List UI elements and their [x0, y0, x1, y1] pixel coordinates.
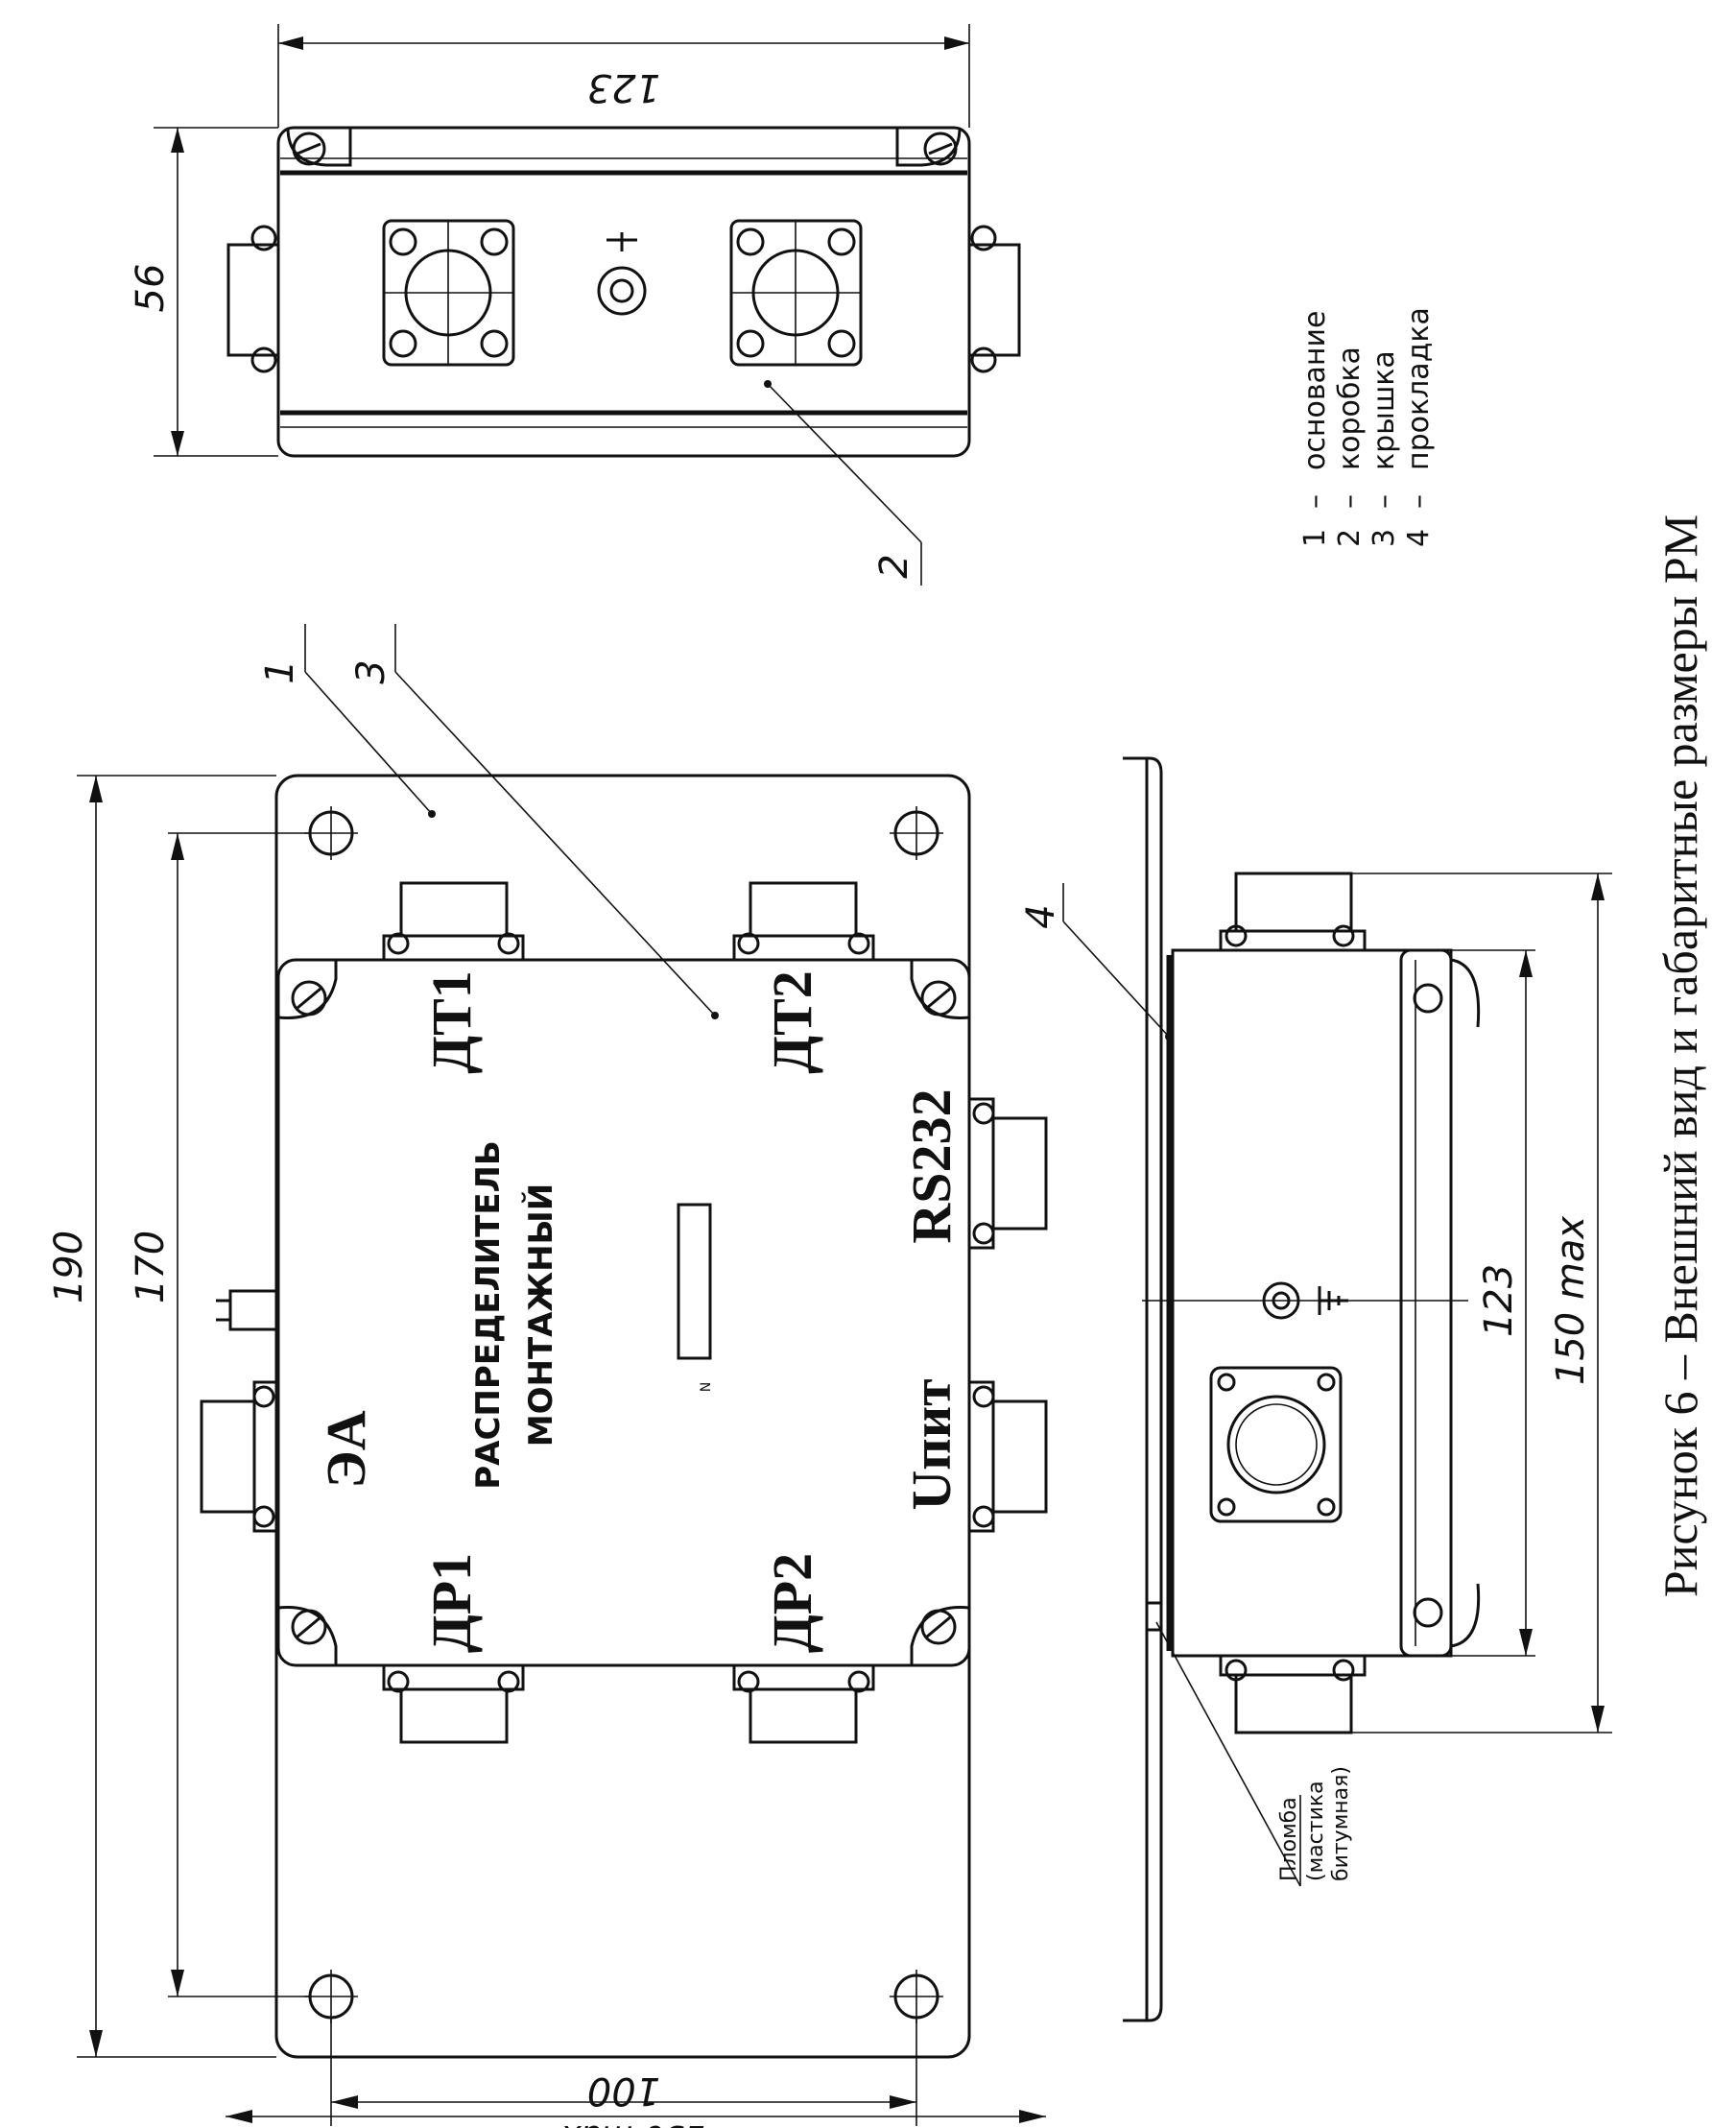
ground-stud-icon	[216, 1289, 278, 1331]
legend-item: 3 – крышка	[1367, 350, 1401, 547]
callout-4: 4	[1019, 904, 1063, 928]
dim-side-150max: 150 max	[1549, 1216, 1593, 1386]
connector-dt1-body	[382, 881, 525, 962]
connector-upit-body	[967, 1380, 1048, 1533]
front-box-lid	[276, 958, 971, 1667]
seal-label-line1: Пломба	[1277, 1797, 1301, 1881]
side-connector-right	[967, 243, 1021, 357]
connector-dt2-body	[732, 881, 875, 962]
dim-top-width: 123	[587, 65, 660, 109]
svg-text:коробка: коробка	[1333, 347, 1367, 470]
serial-number-mark: N	[699, 1382, 714, 1392]
ground-terminal-icon	[597, 266, 647, 316]
dim-front-100: 100	[587, 2068, 660, 2113]
label-rs232: RS232	[900, 1088, 963, 1243]
front-view: N РАСПРЕДЕЛИТЕЛЬ МОНТАЖНЫЙ ДТ1 ДТ2 RS232…	[47, 624, 1048, 2128]
panel-title-line1: РАСПРЕДЕЛИТЕЛЬ	[469, 1140, 508, 1490]
svg-text:прокладка: прокладка	[1402, 307, 1436, 470]
panel-title-line2: МОНТАЖНЫЙ	[521, 1184, 560, 1447]
screw-icon	[291, 980, 327, 1016]
ground-symbol-icon	[606, 232, 637, 251]
connector-rs232-body	[967, 1097, 1048, 1250]
nameplate-slot	[677, 1203, 712, 1360]
screw-icon	[920, 1609, 957, 1645]
label-upit: Uпит	[900, 1378, 963, 1510]
svg-text:крышка: крышка	[1367, 350, 1401, 470]
label-dr2: ДР2	[761, 1553, 823, 1653]
figure-caption: Рисунок 6 – Внешний вид и габаритные раз…	[1653, 514, 1707, 1597]
top-view-body	[276, 126, 971, 458]
connector-ea-body	[200, 1380, 280, 1533]
dim-front-170: 170	[129, 1231, 173, 1303]
seal-blob	[1145, 1601, 1163, 1632]
top-connector-left	[382, 219, 515, 367]
front-base-plate	[274, 774, 971, 2059]
top-connector-right	[729, 219, 863, 367]
svg-text:–: –	[1402, 494, 1436, 509]
connector-dr1-body	[382, 1663, 525, 1744]
callout-1: 1	[258, 659, 302, 683]
dim-front-150max: 150 max	[560, 2117, 705, 2128]
legend-item: 4 – прокладка	[1402, 307, 1436, 547]
lid-screws	[277, 960, 970, 1665]
svg-text:–: –	[1367, 494, 1401, 509]
seal-label-line3: битумная)	[1329, 1766, 1353, 1881]
side-base-plate	[1123, 756, 1163, 2022]
callout-3: 3	[349, 659, 393, 683]
connector-dr2-body	[732, 1663, 875, 1744]
svg-text:1: 1	[1298, 529, 1332, 547]
svg-text:–: –	[1298, 494, 1332, 509]
dim-side-123: 123	[1477, 1264, 1521, 1337]
label-dt2: ДТ2	[761, 970, 823, 1074]
label-dr1: ДР1	[420, 1553, 483, 1653]
top-view: 123 56 2	[129, 24, 1021, 586]
side-connector-front	[1209, 1366, 1343, 1523]
svg-text:3: 3	[1367, 529, 1401, 547]
legend-item: 2 – коробка	[1333, 347, 1367, 547]
side-connector-left	[226, 243, 280, 357]
screw-icon	[920, 980, 957, 1016]
label-ea: ЭА	[315, 1410, 377, 1488]
svg-text:2: 2	[1333, 529, 1367, 547]
side-view: Пломба (мастика битумная) 4 123 150 max	[1019, 756, 1612, 2022]
dim-top-height: 56	[129, 264, 173, 313]
svg-text:4: 4	[1402, 529, 1436, 547]
side-box	[1171, 948, 1453, 1658]
legend-item: 1 – основание	[1298, 311, 1332, 547]
dim-front-190: 190	[47, 1231, 91, 1303]
callout-2: 2	[872, 554, 916, 578]
legend: 1 – основание 2 – коробка 3 – крышка 4 –…	[1298, 307, 1436, 547]
svg-text:–: –	[1333, 494, 1367, 509]
side-connector-bottom	[1234, 1673, 1353, 1734]
svg-text:основание: основание	[1298, 311, 1332, 470]
side-connector-top	[1234, 872, 1353, 933]
screw-icon	[291, 1609, 327, 1645]
seal-label-line2: (мастика	[1304, 1781, 1328, 1881]
label-dt1: ДТ1	[420, 970, 483, 1074]
